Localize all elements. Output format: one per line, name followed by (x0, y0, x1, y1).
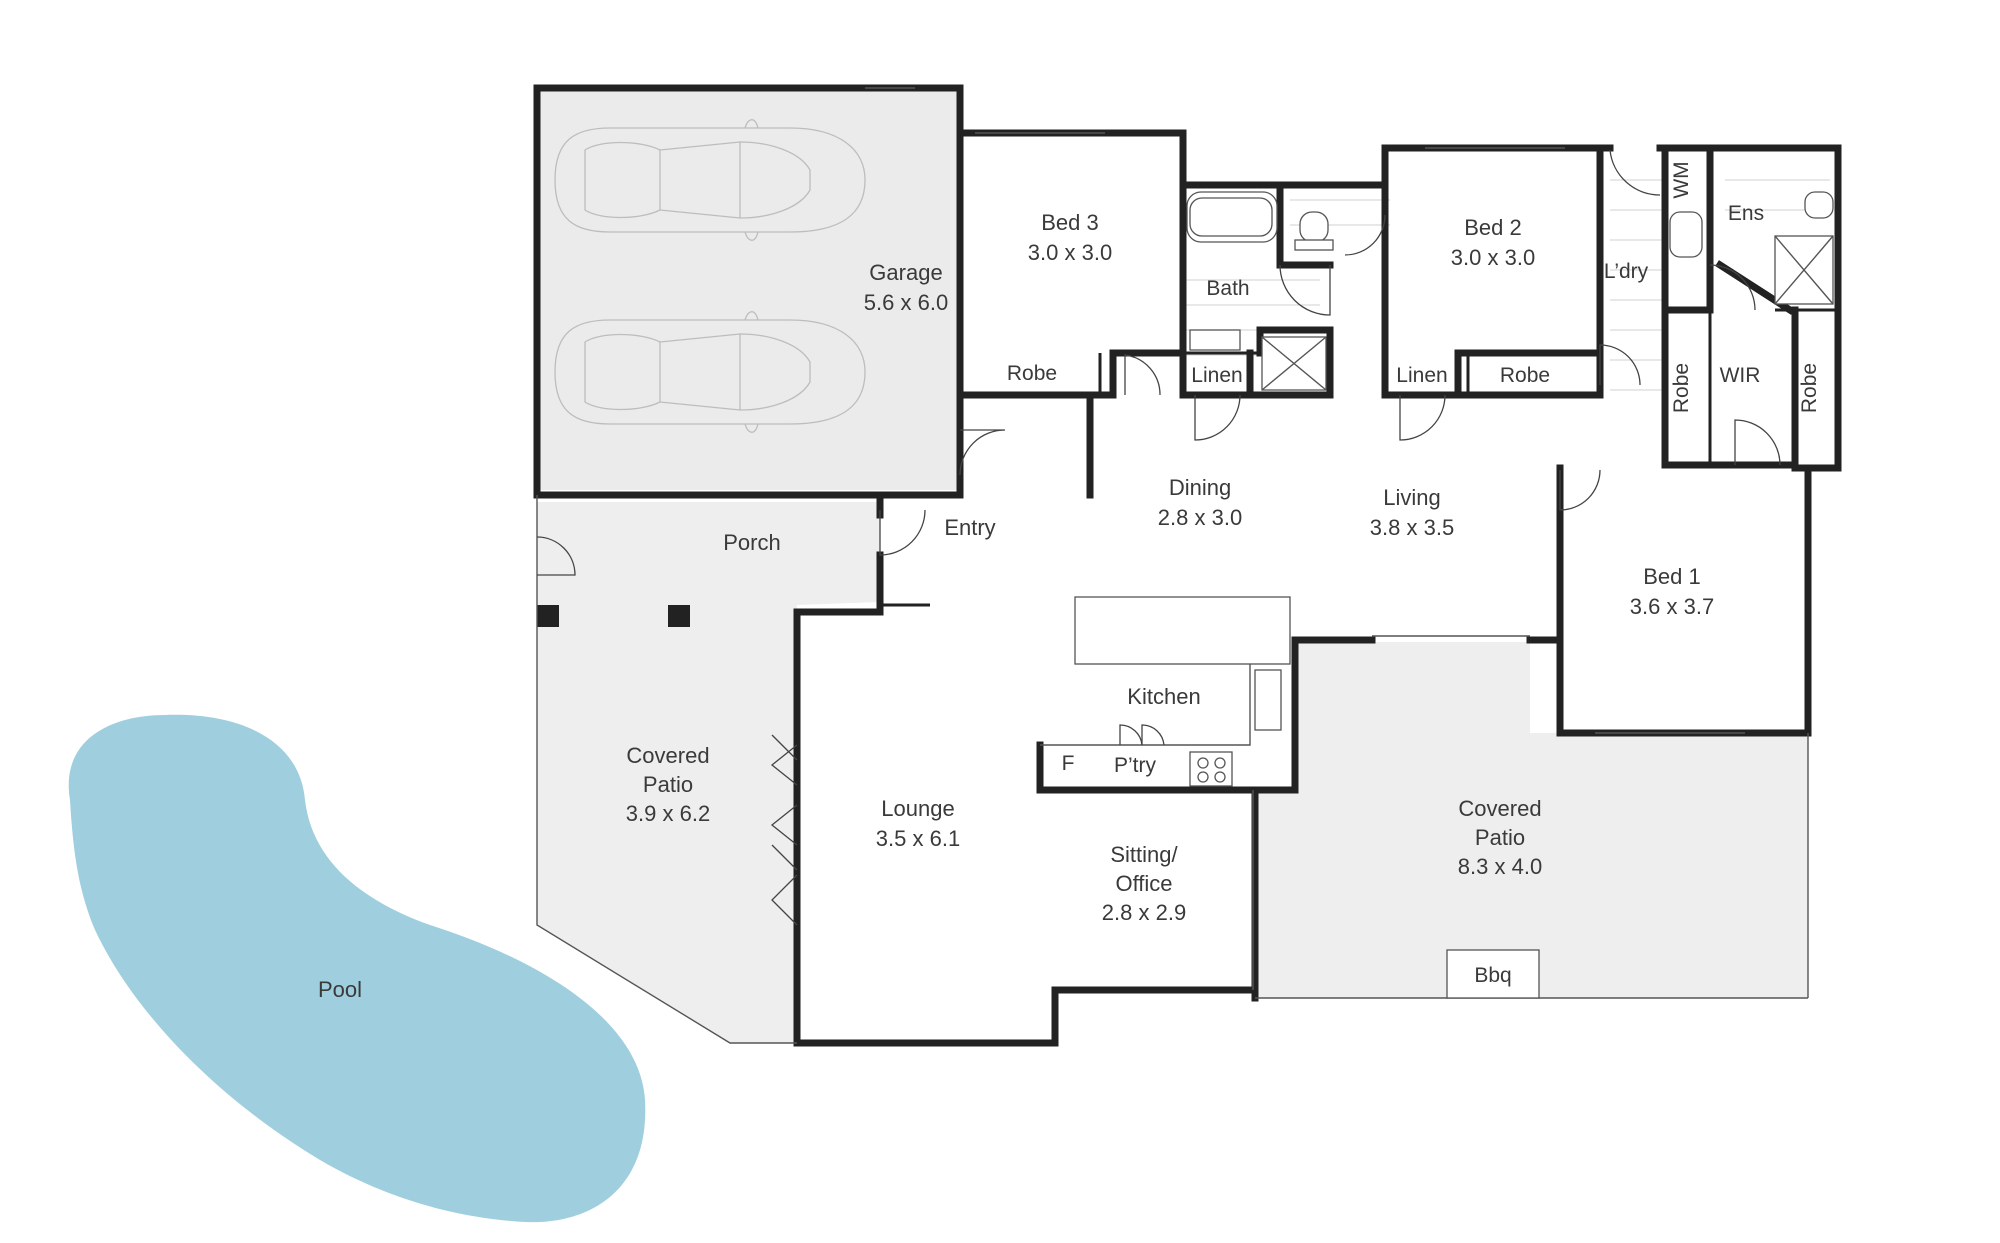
bed3-size: 3.0 x 3.0 (1028, 240, 1112, 265)
sitting-line2: Office (1115, 871, 1172, 896)
robe-bed3-label: Robe (1007, 362, 1057, 385)
wm-label: WM (1670, 161, 1693, 198)
robe-wir-right-label: Robe (1798, 363, 1821, 413)
robe-wir-left-label: Robe (1670, 363, 1693, 413)
garage-floor (537, 88, 960, 490)
pool (68, 714, 646, 1223)
car-icon (554, 311, 866, 433)
bath-label: Bath (1206, 277, 1249, 300)
ens-label: Ens (1728, 202, 1764, 225)
lounge-label: Lounge (881, 796, 954, 821)
bed1-size: 3.6 x 3.7 (1630, 594, 1714, 619)
porch-label: Porch (723, 530, 780, 555)
left-patio-floor (537, 502, 880, 1043)
dining-size: 2.8 x 3.0 (1158, 505, 1242, 530)
garage-label: Garage (869, 260, 942, 285)
sitting-size: 2.8 x 2.9 (1102, 900, 1186, 925)
living-label: Living (1383, 485, 1440, 510)
wir-label: WIR (1720, 364, 1761, 387)
basin-icon (1669, 211, 1703, 258)
linen-bath-label: Linen (1191, 364, 1242, 387)
cooktop-icon (1189, 751, 1233, 787)
dining-label: Dining (1169, 475, 1231, 500)
bed3-label: Bed 3 (1041, 210, 1099, 235)
linen-bed2-label: Linen (1396, 364, 1447, 387)
covered-patio-left-line2: Patio (643, 772, 693, 797)
pantry-label: P’try (1114, 754, 1157, 777)
covered-patio-right-line1: Covered (1458, 796, 1541, 821)
room-labels: Garage 5.6 x 6.0 Bed 3 3.0 x 3.0 Robe Ba… (318, 161, 1821, 1002)
bed1-label: Bed 1 (1643, 564, 1701, 589)
ldry-label: L’dry (1604, 260, 1649, 283)
bed2-size: 3.0 x 3.0 (1451, 245, 1535, 270)
fridge-label: F (1062, 752, 1075, 775)
covered-patio-left-size: 3.9 x 6.2 (626, 801, 710, 826)
car-icon (554, 119, 866, 241)
bbq (1446, 949, 1540, 999)
bed2-label: Bed 2 (1464, 215, 1522, 240)
robe-bed2-label: Robe (1500, 364, 1550, 387)
kitchen-label: Kitchen (1127, 684, 1200, 709)
toilet-icon (1299, 211, 1329, 243)
covered-patio-right-line2: Patio (1475, 825, 1525, 850)
walls (533, 84, 1842, 1047)
outlines (536, 87, 1809, 1044)
bbq-label: Bbq (1474, 964, 1511, 987)
toilet-icon (1804, 191, 1834, 219)
garage-size: 5.6 x 6.0 (864, 290, 948, 315)
entry-label: Entry (944, 515, 995, 540)
fixtures (1186, 191, 1834, 787)
pool-label: Pool (318, 977, 362, 1002)
lounge-size: 3.5 x 6.1 (876, 826, 960, 851)
covered-patio-left-line1: Covered (626, 743, 709, 768)
right-patio-floor (1253, 642, 1808, 998)
vanity-icon (1189, 329, 1241, 351)
covered-patio-right-size: 8.3 x 4.0 (1458, 854, 1542, 879)
sitting-line1: Sitting/ (1110, 842, 1178, 867)
living-size: 3.8 x 3.5 (1370, 515, 1454, 540)
sink-icon (1254, 669, 1282, 731)
doors (536, 149, 1781, 926)
